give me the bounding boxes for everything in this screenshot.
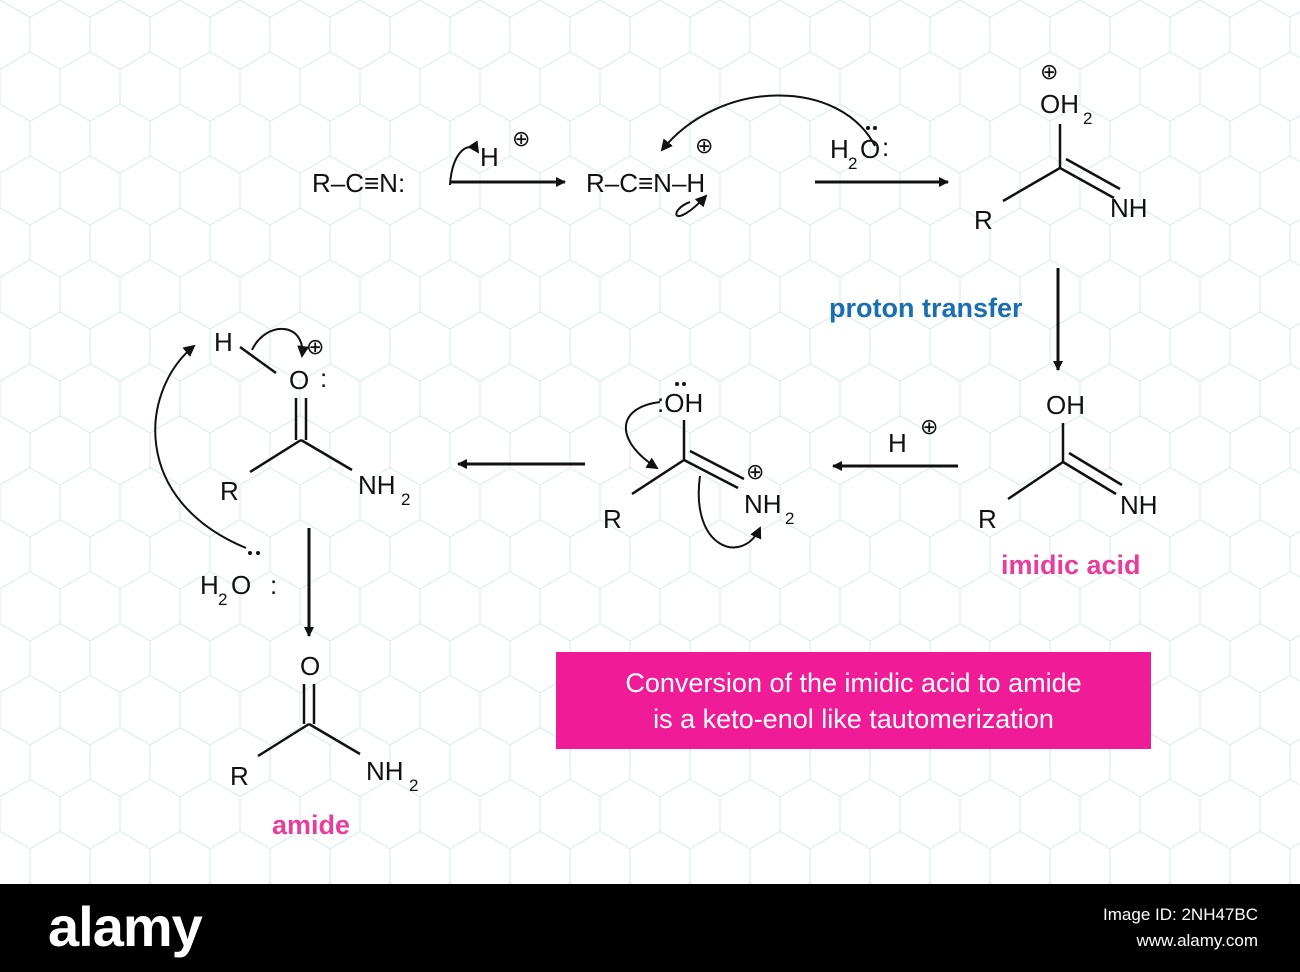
proton-charge-icon: ⊕ xyxy=(512,127,530,152)
water-1-dot xyxy=(866,126,870,130)
nh-label: NH xyxy=(1110,193,1148,223)
water-2-dot xyxy=(256,551,260,555)
water-1-lone-pair: : xyxy=(882,132,889,162)
oh2-charge-icon: ⊕ xyxy=(1040,60,1058,85)
oh2-sub: 2 xyxy=(1083,109,1092,128)
protonated-r-label: R xyxy=(220,476,239,506)
curved-arrow-pi-to-n xyxy=(697,475,762,549)
bond-c-n-double xyxy=(689,449,745,481)
oh2-label: OH xyxy=(1040,89,1079,119)
curved-arrow-bond-shift xyxy=(675,194,708,217)
bond-c-n xyxy=(308,722,361,756)
water-1-dot xyxy=(873,126,877,130)
cation-oh-label: :OH xyxy=(657,388,703,418)
curved-arrow-o-to-c xyxy=(624,401,661,470)
water-2-o: O xyxy=(231,570,251,600)
protonated-nh-label: NH xyxy=(358,470,396,500)
imidic-oh-label: OH xyxy=(1046,390,1085,420)
image-id: Image ID: 2NH47BC xyxy=(1103,905,1258,924)
bond-c-r xyxy=(257,722,310,758)
mechanism-canvas: R–C≡N: H ⊕ R–C≡N–H ⊕ H 2 O : ⊕ OH 2 NH R… xyxy=(0,0,1300,884)
r-label: R xyxy=(974,205,993,235)
bond-h-o xyxy=(239,345,277,375)
protonated-charge-icon: ⊕ xyxy=(306,335,324,360)
acid-charge-icon: ⊕ xyxy=(920,415,938,440)
water-2-h: H xyxy=(200,570,219,600)
reaction-diagram: R–C≡N: H ⊕ R–C≡N–H ⊕ H 2 O : ⊕ OH 2 NH R… xyxy=(0,0,1300,884)
cation-nh-label: NH xyxy=(744,489,782,519)
water-1-h: H xyxy=(830,134,849,164)
curved-arrow-n-to-h xyxy=(449,140,480,186)
protonated-o-lone-pair: : xyxy=(320,363,327,393)
acid-h-label: H xyxy=(888,428,907,458)
site-url: www.alamy.com xyxy=(1136,931,1258,950)
note-line-2: is a keto-enol like tautomerization xyxy=(653,703,1054,734)
proton-h-label: H xyxy=(480,142,499,172)
bond-c-n xyxy=(1062,460,1117,496)
nitrile-label: R–C≡N: xyxy=(312,168,405,198)
imidic-r-label: R xyxy=(978,504,997,534)
bond-c-n xyxy=(1059,166,1115,200)
amide-label: amide xyxy=(272,810,350,840)
bond-c-r xyxy=(249,438,302,474)
stock-footer: alamy Image ID: 2NH47BC www.alamy.com xyxy=(0,884,1300,972)
curved-arrow-oh-bond xyxy=(251,327,310,358)
note-line-1: Conversion of the imidic acid to amide xyxy=(625,667,1082,698)
nitrilium-charge-icon: ⊕ xyxy=(695,134,713,159)
amide-r-label: R xyxy=(230,761,249,791)
curved-arrow-water-attack xyxy=(660,94,876,152)
brand-logo: alamy xyxy=(48,895,203,958)
protonated-h-label: H xyxy=(214,327,233,357)
amide-o-label: O xyxy=(300,651,320,681)
water-2-dot xyxy=(248,551,252,555)
nitrilium-label: R–C≡N–H xyxy=(586,168,705,198)
bond-c-n-double xyxy=(1068,451,1123,487)
tautomerization-note: Conversion of the imidic acid to amide i… xyxy=(556,652,1151,749)
cation-nh-sub: 2 xyxy=(785,509,794,528)
curved-arrow-water-to-h xyxy=(154,344,247,549)
water-1-sub: 2 xyxy=(848,154,857,173)
protonated-o-label: O xyxy=(289,365,309,395)
amide-nh-sub: 2 xyxy=(409,776,418,795)
bond-c-n xyxy=(300,438,353,472)
amide-nh-label: NH xyxy=(366,756,404,786)
bond-c-n-double xyxy=(1065,157,1121,191)
water-2-sub: 2 xyxy=(218,590,227,609)
water-2-lone-pair: : xyxy=(270,570,277,600)
cation-r-label: R xyxy=(603,504,622,534)
water-1-o: O xyxy=(860,134,880,164)
hex-background xyxy=(0,0,1300,884)
imidic-nh-label: NH xyxy=(1120,490,1158,520)
bond-c-n xyxy=(683,458,739,490)
bond-c-r xyxy=(631,458,685,496)
protonated-nh-sub: 2 xyxy=(401,490,410,509)
stock-info: Image ID: 2NH47BC www.alamy.com xyxy=(1103,902,1258,954)
bond-c-r xyxy=(1007,460,1064,501)
imidic-acid-label: imidic acid xyxy=(1001,550,1141,580)
cation-o-dot xyxy=(682,382,686,386)
cation-charge-icon: ⊕ xyxy=(746,460,764,485)
bond-c-r xyxy=(1002,166,1061,203)
cation-o-dot xyxy=(675,382,679,386)
proton-transfer-label: proton transfer xyxy=(829,293,1023,323)
